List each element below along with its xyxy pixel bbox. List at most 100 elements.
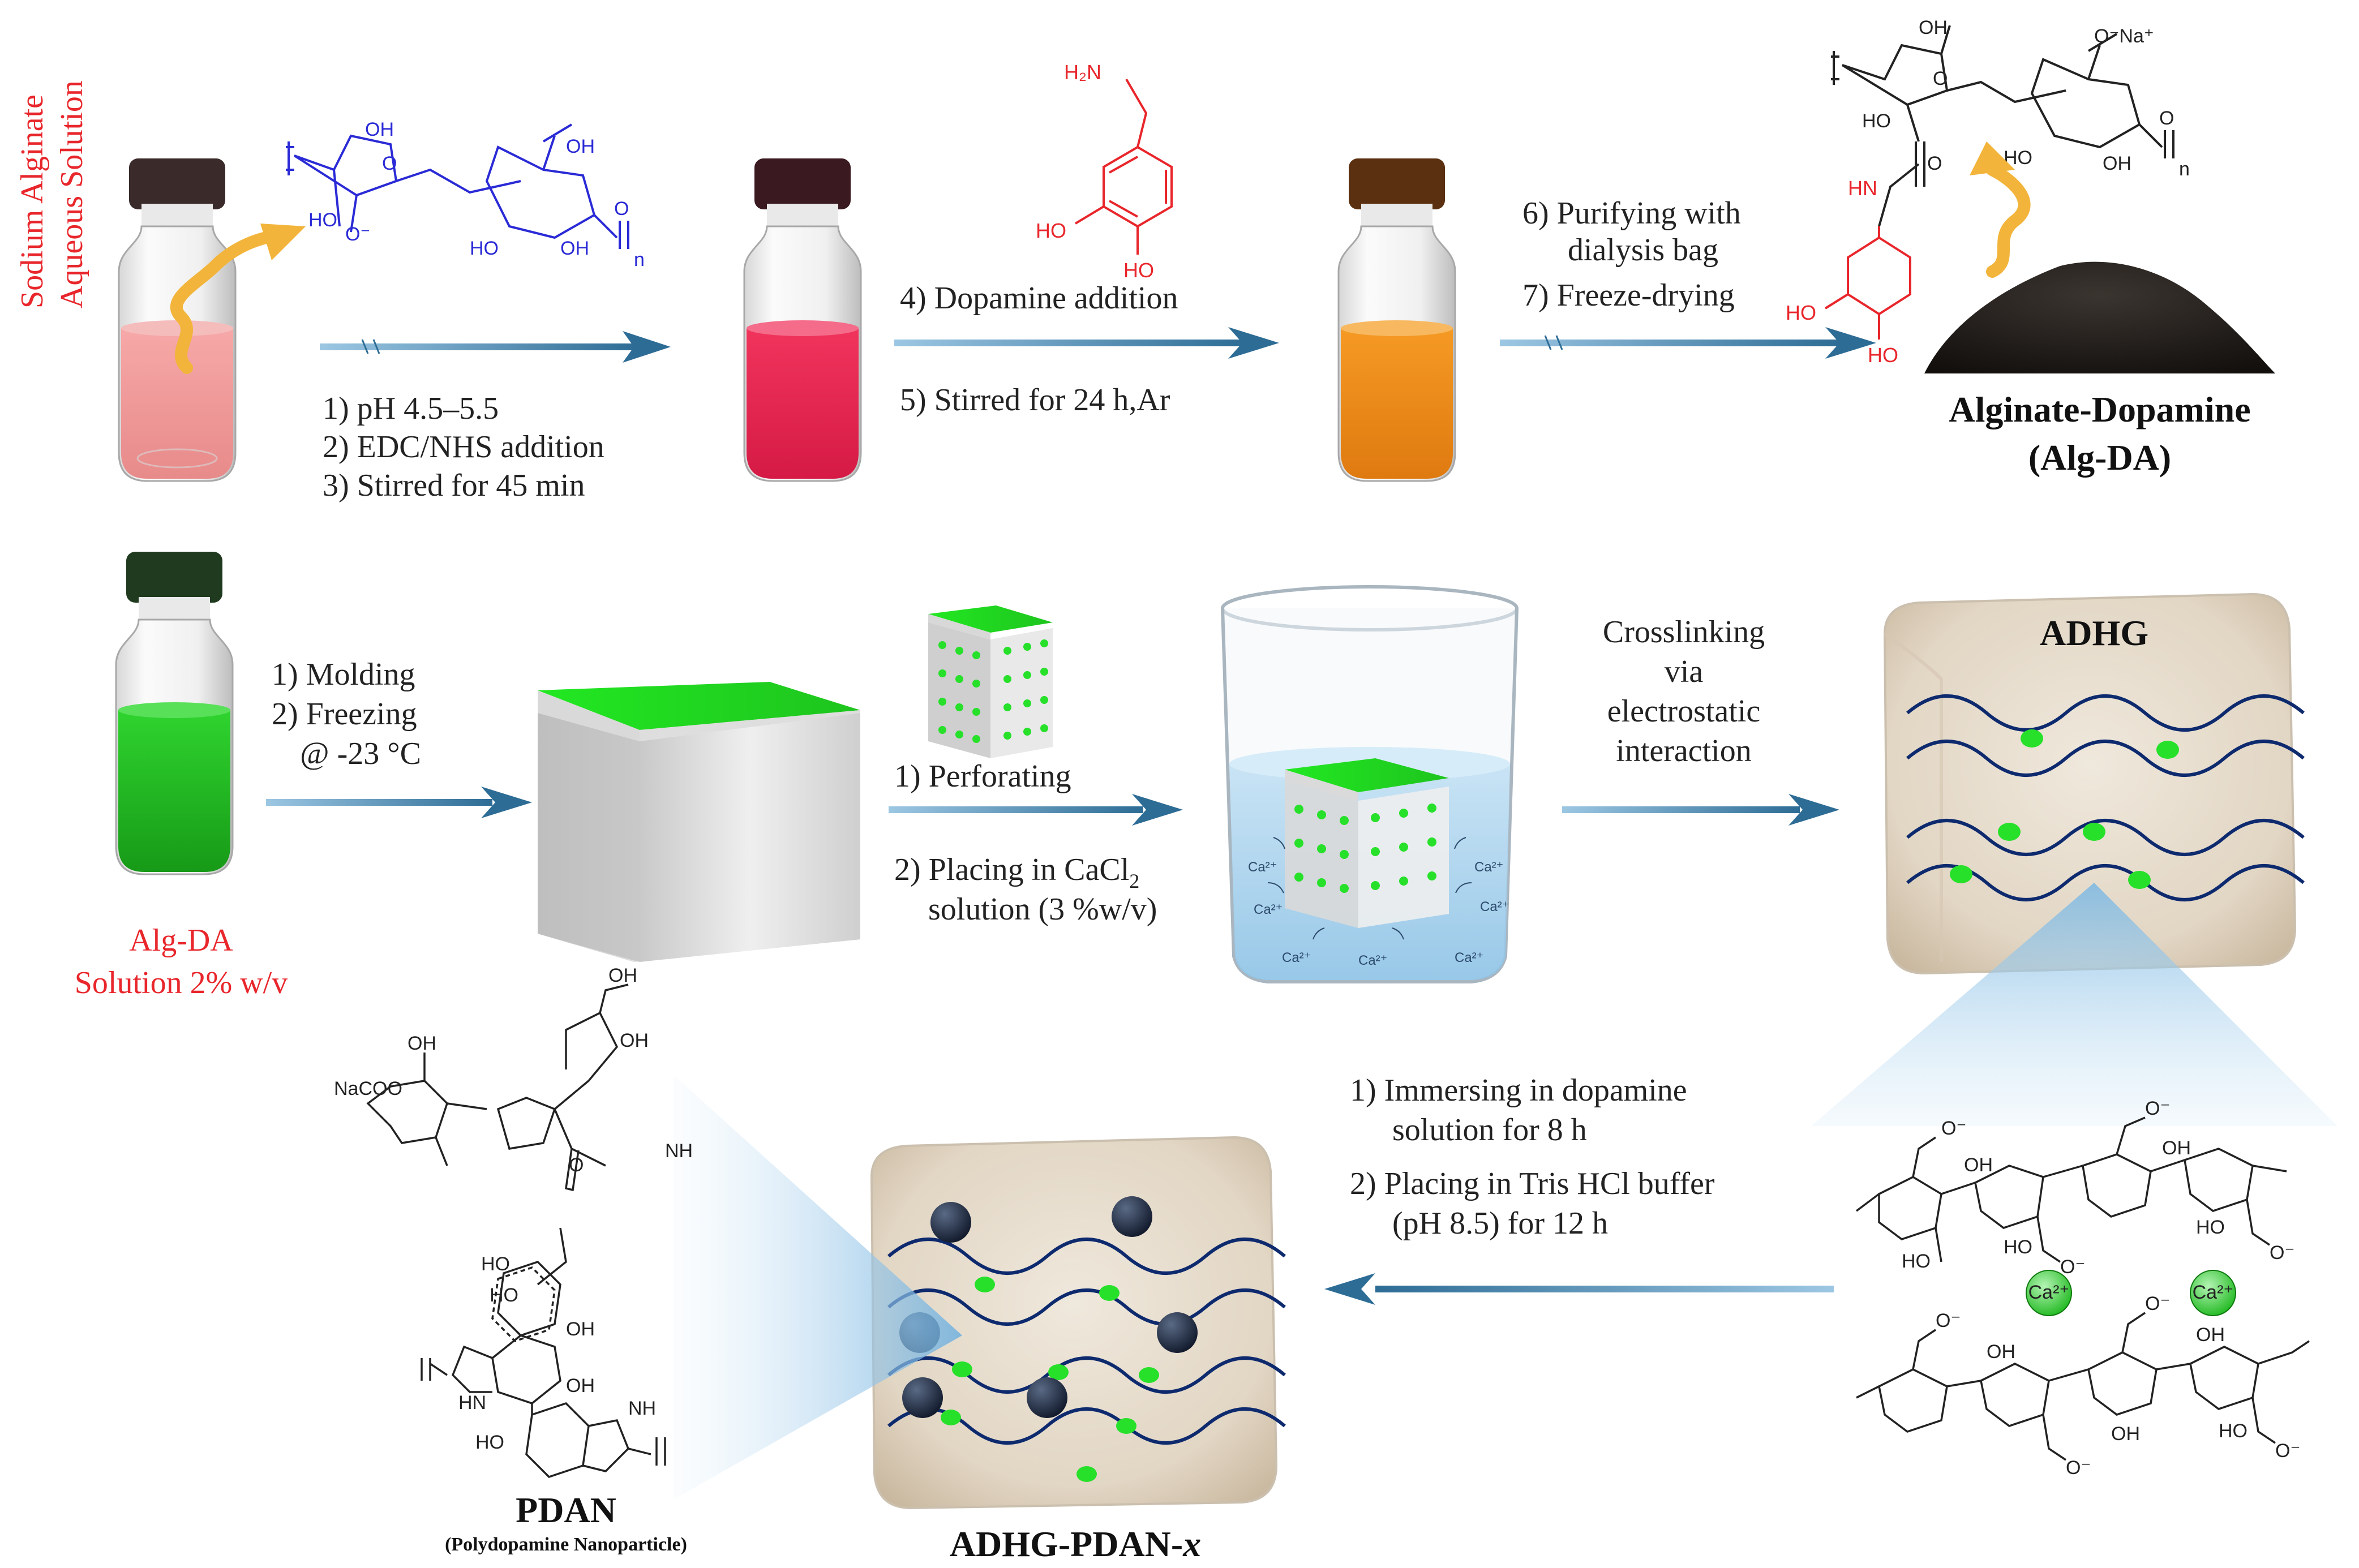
svg-text:Ca²⁺: Ca²⁺ [1480, 899, 1509, 914]
svg-text:7) Freeze-drying: 7) Freeze-drying [1522, 278, 1735, 313]
squiggle-arrow-1 [170, 224, 306, 374]
svg-text:solution (3 %w/v): solution (3 %w/v) [928, 892, 1157, 927]
svg-text:(Polydopamine Nanoparticle): (Polydopamine Nanoparticle) [445, 1534, 687, 1555]
cacl2-beaker: Ca²⁺ Ca²⁺ Ca²⁺ Ca²⁺ Ca²⁺ Ca²⁺ Ca²⁺ [1221, 585, 1519, 983]
svg-text:O⁻: O⁻ [2145, 1293, 2170, 1314]
svg-text:4) Dopamine addition: 4) Dopamine addition [900, 281, 1178, 316]
svg-text:Aqueous Solution: Aqueous Solution [54, 80, 89, 308]
svg-text:6) Purifying with: 6) Purifying with [1522, 196, 1741, 231]
vial-conjugated [1337, 158, 1456, 482]
egg-box-labels: O⁻ O⁻ OH OH HO HO O⁻ HO O⁻ O⁻ O⁻ OH OH O… [1902, 1098, 2300, 1479]
svg-text:HO: HO [470, 238, 499, 259]
svg-text:OH: OH [2111, 1423, 2140, 1445]
dopamine-structure [1074, 78, 1173, 255]
alginate-structure [286, 123, 629, 249]
svg-text:O⁻: O⁻ [2066, 1457, 2091, 1479]
svg-text:n: n [634, 249, 645, 270]
svg-text:1) Immersing in dopamine: 1) Immersing in dopamine [1350, 1073, 1687, 1108]
svg-text:O: O [614, 198, 629, 220]
svg-text:ADHG-PDAN-x: ADHG-PDAN-x [950, 1524, 1201, 1564]
steps-7: 1) Immersing in dopamine solution for 8 … [1350, 1073, 1715, 1241]
alg-da-powder [1924, 141, 2275, 373]
svg-text:O: O [569, 1154, 584, 1176]
svg-text:OH: OH [566, 136, 595, 157]
sodium-alginate-label: Sodium Alginate Aqueous Solution [15, 80, 89, 308]
svg-text:HN: HN [1848, 177, 1877, 200]
svg-text:Ca²⁺: Ca²⁺ [1248, 860, 1277, 875]
svg-text:OH: OH [560, 238, 589, 259]
svg-text:Solution 2% w/v: Solution 2% w/v [75, 965, 288, 1000]
pdan-structure-labels: NaCOO OH OH OH O NH HO HO OH HN OH NH HO [334, 965, 693, 1453]
svg-text:ADHG: ADHG [2040, 613, 2148, 653]
egg-box-structure [1855, 1116, 2310, 1461]
svg-text:2) Placing in CaCl2: 2) Placing in CaCl2 [894, 852, 1139, 892]
svg-text:Ca²⁺: Ca²⁺ [2028, 1282, 2070, 1303]
arrow-4 [266, 787, 532, 818]
svg-text:OH: OH [566, 1375, 595, 1397]
svg-text:@ -23 °C: @ -23 °C [300, 736, 421, 771]
svg-text:via: via [1665, 654, 1704, 689]
svg-text:HO: HO [2219, 1420, 2248, 1442]
svg-text:O⁻: O⁻ [345, 224, 370, 245]
svg-text:dialysis bag: dialysis bag [1568, 233, 1718, 268]
svg-text:HO: HO [475, 1432, 504, 1453]
svg-text:HO: HO [1862, 110, 1891, 132]
alg-da-structure [1824, 25, 2174, 340]
alginate-labels: OH O HO O⁻ OH HO OH O n [308, 119, 645, 270]
svg-text:electrostatic: electrostatic [1607, 694, 1761, 729]
svg-text:Ca²⁺: Ca²⁺ [1474, 860, 1503, 875]
svg-text:Alginate-Dopamine: Alginate-Dopamine [1949, 389, 2250, 429]
svg-text:interaction: interaction [1616, 733, 1751, 768]
svg-text:HO: HO [2004, 1236, 2032, 1258]
arrow-5 [889, 794, 1183, 826]
vial-alg-da-solution [115, 552, 234, 875]
svg-text:NaCOO: NaCOO [334, 1078, 402, 1099]
vial-activated [743, 158, 862, 482]
pdan-structure [366, 983, 666, 1479]
steps-6: Crosslinking via electrostatic interacti… [1603, 615, 1765, 768]
svg-text:HN: HN [458, 1392, 486, 1414]
steps-2: 4) Dopamine addition 5) Stirred for 24 h… [900, 281, 1178, 418]
svg-text:OH: OH [1987, 1341, 2015, 1363]
svg-text:1) Perforating: 1) Perforating [894, 759, 1071, 794]
steps-1: 1) pH 4.5–5.5 2) EDC/NHS addition 3) Sti… [323, 391, 604, 503]
pdan-zoom-beam [674, 1075, 962, 1500]
arrow-6 [1562, 794, 1839, 826]
svg-text:HO: HO [308, 209, 337, 231]
svg-text:Ca²⁺: Ca²⁺ [1254, 902, 1283, 917]
svg-text:O⁻: O⁻ [2060, 1256, 2085, 1278]
alg-da-solution-label: Alg-DA Solution 2% w/v [75, 923, 288, 1000]
svg-text:H₂N: H₂N [1064, 61, 1101, 84]
arrow-1 [320, 331, 671, 363]
dopamine-labels: H₂N HO HO [1036, 61, 1154, 282]
svg-text:O⁻: O⁻ [2145, 1098, 2170, 1119]
svg-text:(pH 8.5) for 12 h: (pH 8.5) for 12 h [1392, 1206, 1608, 1241]
svg-text:1) Molding: 1) Molding [272, 657, 415, 692]
alg-da-product-label: Alginate-Dopamine (Alg-DA) [1949, 389, 2250, 478]
svg-text:OH: OH [1919, 17, 1948, 38]
svg-text:solution for 8 h: solution for 8 h [1392, 1112, 1587, 1148]
svg-text:2) EDC/NHS addition: 2) EDC/NHS addition [323, 429, 604, 465]
svg-text:OH: OH [408, 1033, 436, 1054]
perforated-cube [928, 605, 1053, 758]
svg-text:OH: OH [608, 965, 637, 986]
svg-text:OH: OH [1964, 1154, 1993, 1176]
svg-text:O⁻: O⁻ [2270, 1242, 2294, 1264]
svg-text:1) pH 4.5–5.5: 1) pH 4.5–5.5 [323, 391, 499, 426]
svg-text:OH: OH [2103, 153, 2131, 174]
svg-text:HO: HO [490, 1285, 518, 1306]
svg-text:HO: HO [1902, 1251, 1931, 1272]
svg-text:O: O [1927, 153, 1942, 174]
svg-text:OH: OH [620, 1030, 649, 1051]
pdan-label: PDAN (Polydopamine Nanoparticle) [445, 1490, 687, 1555]
steps-5: 1) Perforating 2) Placing in CaCl2 solut… [894, 759, 1157, 927]
svg-text:HO: HO [481, 1253, 510, 1275]
svg-text:3) Stirred for 45 min: 3) Stirred for 45 min [323, 468, 585, 503]
svg-text:HO: HO [2196, 1217, 2225, 1238]
svg-text:OH: OH [566, 1318, 595, 1340]
steps-4: 1) Molding 2) Freezing @ -23 °C [272, 657, 421, 771]
svg-text:O: O [2159, 108, 2174, 129]
svg-text:O⁻Na⁺: O⁻Na⁺ [2094, 25, 2154, 47]
svg-text:Ca²⁺: Ca²⁺ [2193, 1282, 2234, 1303]
